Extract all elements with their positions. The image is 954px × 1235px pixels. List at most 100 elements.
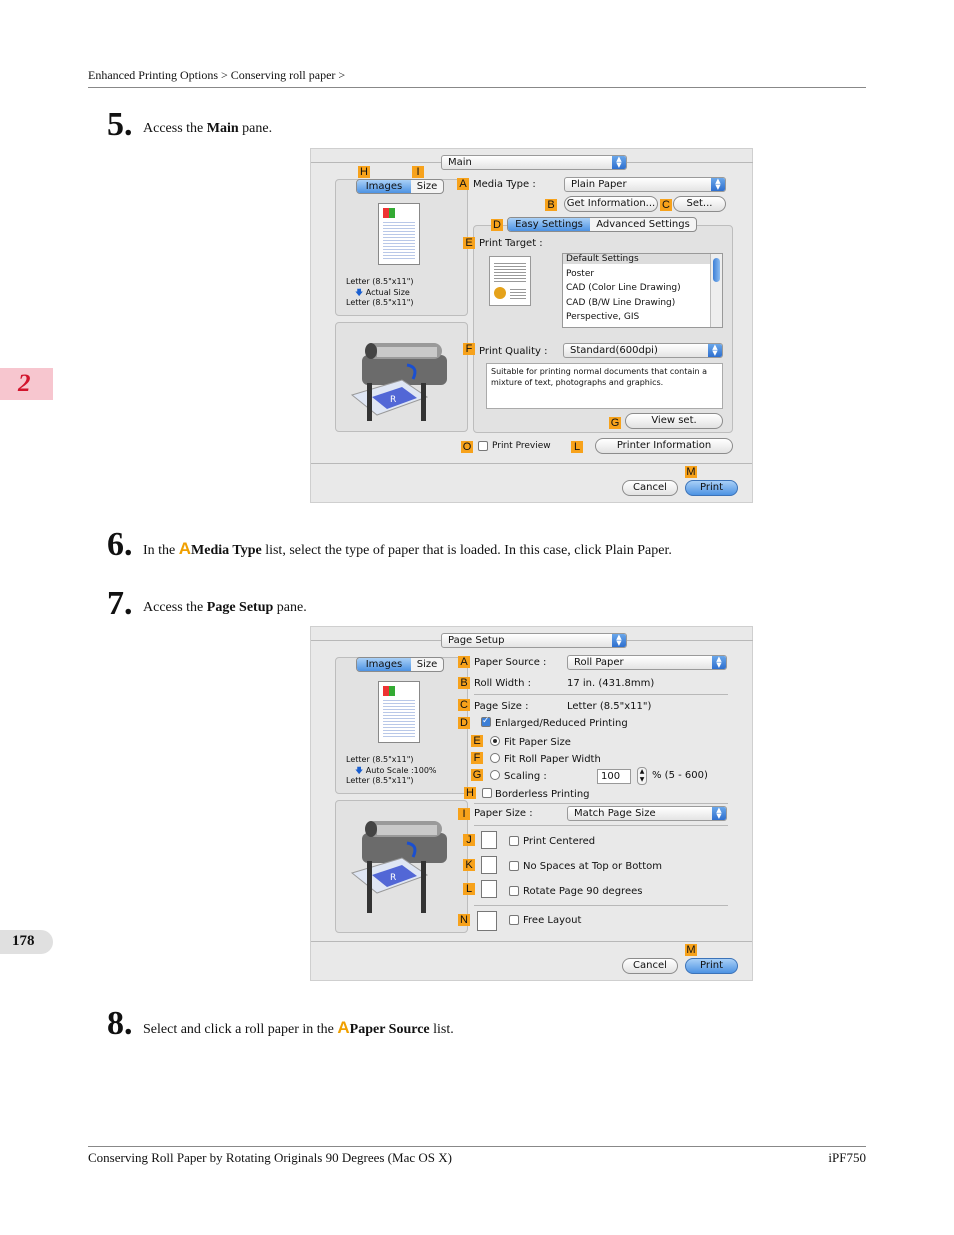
no-spaces-icon (481, 856, 497, 874)
print-button[interactable]: Print (685, 958, 738, 974)
free-layout-icon (477, 911, 497, 931)
scaling-radio[interactable] (490, 770, 500, 780)
paper-size-select[interactable]: Match Page Size▲▼ (567, 806, 727, 821)
badge-c: C (458, 699, 470, 711)
breadcrumb: Enhanced Printing Options > Conserving r… (88, 68, 346, 82)
view-set-button[interactable]: View set. (625, 413, 723, 429)
printer-information-button[interactable]: Printer Information (595, 438, 733, 454)
list-item[interactable]: CAD (Color Line Drawing) (566, 283, 681, 293)
rotate-page-icon (481, 880, 497, 898)
preview-line2: 🡇 Actual Size (355, 288, 410, 297)
printer-illustration: R (350, 821, 447, 913)
print-preview-checkbox[interactable] (478, 441, 488, 451)
badge-d: D (458, 717, 470, 729)
free-layout-checkbox[interactable] (509, 915, 519, 925)
preview-line1: Letter (8.5"x11") (346, 277, 414, 286)
borderless-label: Borderless Printing (495, 789, 590, 800)
badge-k: K (463, 859, 475, 871)
badge-l: L (571, 441, 583, 453)
badge-f: F (471, 752, 483, 764)
badge-g: G (609, 417, 621, 429)
badge-e: E (463, 237, 475, 249)
printer-illustration: R (350, 343, 447, 421)
footer-divider (88, 1146, 866, 1147)
page-size-value: Letter (8.5"x11") (567, 701, 652, 712)
no-spaces-checkbox[interactable] (509, 861, 519, 871)
print-button[interactable]: Print (685, 480, 738, 496)
badge-n: N (458, 914, 470, 926)
preview-tabs: Images Size (356, 657, 444, 672)
preview-line3: Letter (8.5"x11") (346, 298, 414, 307)
pane-select[interactable]: Main▲▼ (441, 155, 627, 170)
enlarged-reduced-checkbox[interactable] (481, 716, 491, 727)
step-number: 5. (107, 106, 133, 143)
print-quality-label: Print Quality : (479, 346, 548, 357)
paper-source-select[interactable]: Roll Paper▲▼ (567, 655, 727, 670)
badge-m: M (685, 466, 697, 478)
badge-c: C (660, 199, 672, 211)
list-item[interactable]: Perspective, GIS (566, 312, 640, 322)
page-preview (378, 681, 420, 743)
tab-size[interactable]: Size (416, 659, 438, 670)
print-quality-select[interactable]: Standard(600dpi)▲▼ (563, 343, 723, 358)
settings-mode-tabs: Easy Settings Advanced Settings (507, 217, 697, 232)
paper-source-label: Paper Source : (474, 657, 547, 668)
step-number: 7. (107, 585, 133, 622)
list-item[interactable]: CAD (B/W Line Drawing) (566, 298, 676, 308)
print-target-list[interactable]: Default Settings Poster CAD (Color Line … (562, 253, 723, 328)
scaling-stepper[interactable]: ▲▼ (637, 767, 647, 785)
print-target-label: Print Target : (479, 238, 543, 249)
media-type-label: Media Type : (473, 179, 536, 190)
fit-paper-size-label: Fit Paper Size (504, 737, 571, 748)
page-size-label: Page Size : (474, 701, 529, 712)
cancel-button[interactable]: Cancel (622, 958, 678, 974)
scaling-input[interactable]: 100 (597, 769, 631, 784)
set-button[interactable]: Set... (673, 196, 726, 212)
step-text: In the AMedia Type list, select the type… (143, 539, 672, 558)
list-item[interactable]: Default Settings (563, 254, 710, 264)
tab-images[interactable]: Images (357, 658, 411, 671)
cancel-button[interactable]: Cancel (622, 480, 678, 496)
print-dialog-page-setup: Page Setup▲▼ Images Size Letter (8.5"x11… (310, 626, 753, 981)
svg-text:R: R (390, 873, 396, 883)
badge-o: O (461, 441, 473, 453)
preview-line3: Letter (8.5"x11") (346, 776, 414, 785)
fit-paper-size-radio[interactable] (490, 736, 500, 746)
badge-e: E (471, 735, 483, 747)
tab-size[interactable]: Size (416, 181, 438, 192)
chapter-number: 2 (18, 370, 31, 397)
step-number: 8. (107, 1005, 133, 1042)
badge-f: F (463, 343, 475, 355)
badge-g: G (471, 769, 483, 781)
enlarged-reduced-label: Enlarged/Reduced Printing (495, 718, 628, 729)
tab-images[interactable]: Images (357, 180, 411, 193)
tab-easy-settings[interactable]: Easy Settings (508, 218, 590, 231)
print-preview-label: Print Preview (492, 441, 551, 451)
preview-line2: 🡇 Auto Scale :100% (355, 766, 437, 775)
rotate-page-checkbox[interactable] (509, 886, 519, 896)
rotate-page-label: Rotate Page 90 degrees (523, 886, 643, 897)
step-text: Access the Main pane. (143, 121, 273, 136)
media-type-select[interactable]: Plain Paper▲▼ (564, 177, 726, 192)
list-scrollbar[interactable] (710, 254, 722, 327)
badge-j: J (463, 834, 475, 846)
fit-roll-width-radio[interactable] (490, 753, 500, 763)
badge-i: I (458, 808, 470, 820)
badge-d: D (491, 219, 503, 231)
roll-width-value: 17 in. (431.8mm) (567, 678, 655, 689)
tab-advanced-settings[interactable]: Advanced Settings (596, 219, 690, 230)
print-centered-checkbox[interactable] (509, 836, 519, 846)
badge-b: B (545, 199, 557, 211)
chapter-tab: 2 (0, 368, 53, 400)
roll-width-label: Roll Width : (474, 678, 531, 689)
step-text: Select and click a roll paper in the APa… (143, 1018, 454, 1037)
list-item[interactable]: Poster (566, 269, 595, 279)
footer-model: iPF750 (828, 1150, 866, 1165)
get-information-button[interactable]: Get Information... (564, 196, 658, 212)
pane-select[interactable]: Page Setup▲▼ (441, 633, 627, 648)
free-layout-label: Free Layout (523, 915, 582, 926)
badge-b: B (458, 677, 470, 689)
borderless-checkbox[interactable] (482, 788, 492, 798)
page-number: 178 (12, 933, 35, 949)
badge-i: I (412, 166, 424, 178)
